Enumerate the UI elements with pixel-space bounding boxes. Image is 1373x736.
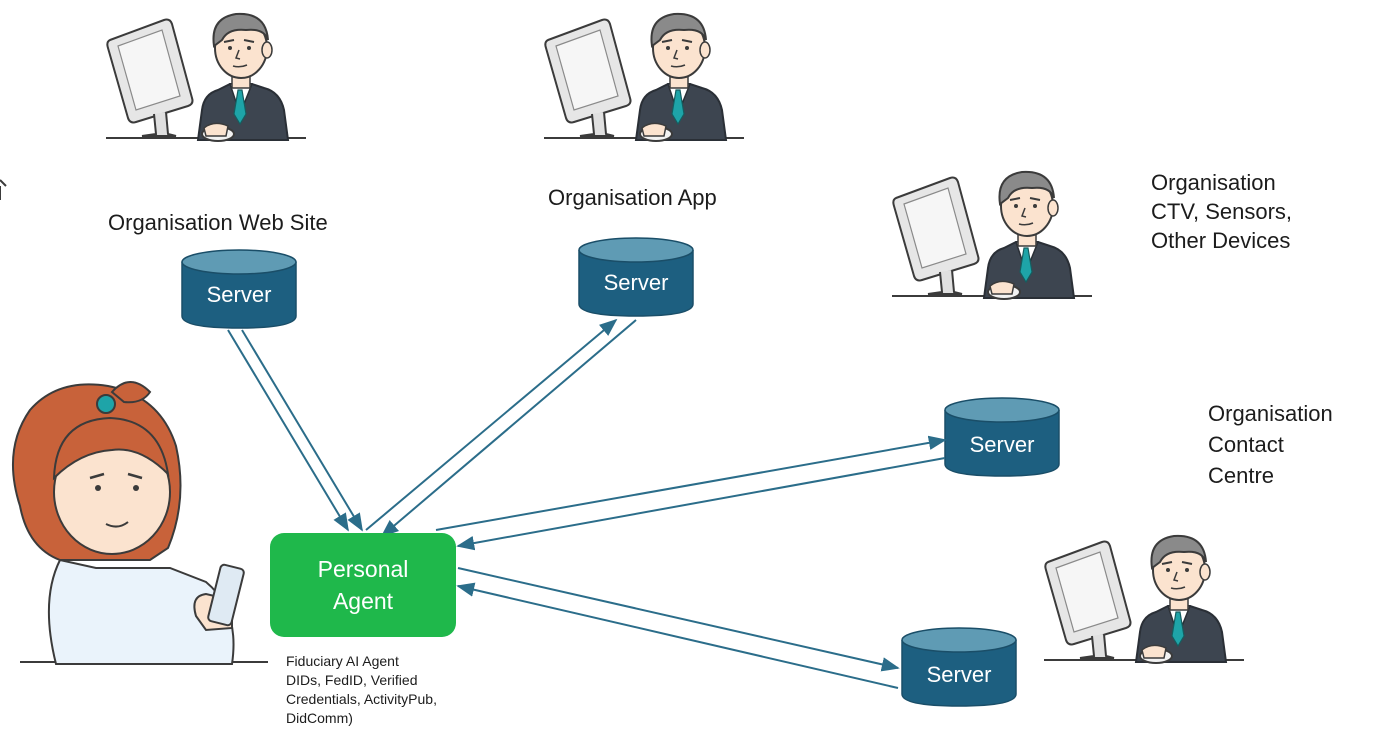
server-contact-label: Server xyxy=(970,432,1035,457)
label-contact-line: Contact xyxy=(1208,432,1284,457)
arrow-app-agent xyxy=(380,319,637,538)
label-app: Organisation App xyxy=(548,185,717,210)
agent-note-line: DidComm) xyxy=(286,710,353,726)
label-contact-line: Centre xyxy=(1208,463,1275,488)
server-app-label: Server xyxy=(604,270,669,295)
server-contact: Server xyxy=(944,397,1060,477)
arrow-contact-agent xyxy=(456,457,946,551)
man-at-computer-icon xyxy=(1043,534,1245,664)
edge-mark xyxy=(0,179,7,187)
man-at-computer-icon xyxy=(891,170,1093,300)
server-web-label: Server xyxy=(207,282,272,307)
arrow-agent-web xyxy=(227,329,349,532)
agent-note-line: Credentials, ActivityPub, xyxy=(286,691,437,707)
agent-note: Fiduciary AI Agent DIDs, FedID, Verified… xyxy=(286,652,437,728)
arrow-bottom-agent xyxy=(456,582,899,689)
woman-with-phone-icon xyxy=(11,381,268,665)
man-at-computer-icon xyxy=(105,12,307,142)
label-devices-line: CTV, Sensors, xyxy=(1151,199,1293,224)
server-bottom-label: Server xyxy=(927,662,992,687)
agent-note-line: Fiduciary AI Agent xyxy=(286,653,399,669)
server-web: Server xyxy=(181,249,297,329)
arrow-web-agent xyxy=(241,329,363,532)
label-devices-line: Organisation xyxy=(1151,170,1276,195)
server-bottom: Server xyxy=(901,627,1017,707)
label-contact-centre: Organisation Contact Centre xyxy=(1208,398,1333,491)
personal-agent-line2: Agent xyxy=(332,588,394,614)
personal-agent-line1: Personal xyxy=(317,556,409,582)
label-devices: Organisation CTV, Sensors, Other Devices xyxy=(1151,168,1292,255)
man-at-computer-icon xyxy=(543,12,745,142)
label-web-site: Organisation Web Site xyxy=(108,210,328,235)
label-devices-line: Other Devices xyxy=(1151,228,1291,253)
agent-note-line: DIDs, FedID, Verified xyxy=(286,672,418,688)
arrow-agent-contact xyxy=(435,435,947,531)
arrow-agent-bottom xyxy=(457,567,900,672)
server-app: Server xyxy=(578,237,694,317)
personal-agent-box: Personal Agent xyxy=(270,533,456,637)
arrow-agent-app xyxy=(365,318,618,531)
label-contact-line: Organisation xyxy=(1208,401,1333,426)
